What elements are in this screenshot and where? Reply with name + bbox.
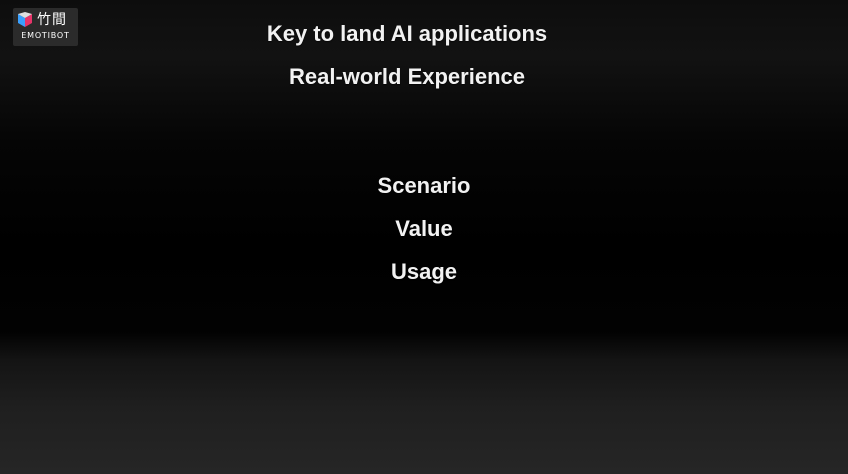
emotibot-logo: 竹間 EMOTIBOT (13, 8, 78, 46)
logo-chinese-name: 竹間 (37, 12, 67, 28)
logo-english-name: EMOTIBOT (21, 31, 70, 40)
slide-title: Key to land AI applications (266, 21, 548, 46)
list-item-scenario: Scenario (377, 173, 471, 198)
emotibot-logo-icon (18, 12, 32, 27)
list-item-value: Value (395, 216, 453, 241)
slide-subtitle: Real-world Experience (289, 64, 525, 89)
list-item-usage: Usage (390, 259, 458, 284)
